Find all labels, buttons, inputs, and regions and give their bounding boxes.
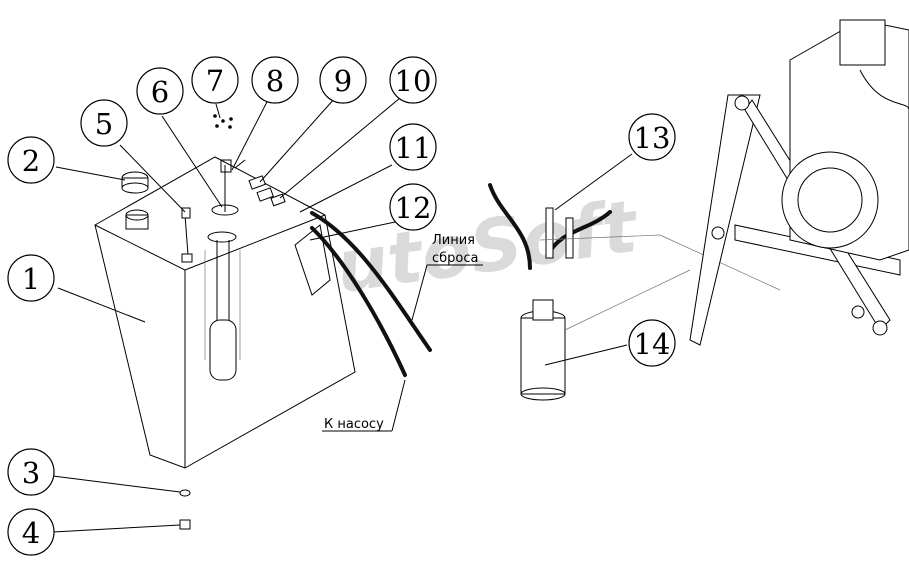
callout-4-label: 4 bbox=[22, 516, 40, 550]
screws bbox=[213, 114, 233, 129]
callout-13: 13 bbox=[628, 113, 676, 161]
fuel-filter bbox=[520, 207, 781, 401]
callout-2: 2 bbox=[7, 136, 55, 184]
callout-14: 14 bbox=[628, 319, 676, 367]
callout-6-label: 6 bbox=[151, 75, 169, 109]
callout-9: 9 bbox=[319, 56, 367, 104]
callout-1: 1 bbox=[7, 254, 55, 302]
to-pump-label: К насосу bbox=[324, 417, 384, 432]
drain-line-label-2: сброса bbox=[432, 251, 478, 266]
engine-frame bbox=[689, 19, 909, 346]
callout-12: 12 bbox=[389, 183, 437, 231]
callout-1-label: 1 bbox=[22, 262, 40, 296]
callout-12-label: 12 bbox=[395, 191, 432, 225]
callout-3-label: 3 bbox=[22, 456, 40, 490]
callout-5-label: 5 bbox=[95, 107, 113, 141]
callout-4: 4 bbox=[7, 508, 55, 556]
callout-8-label: 8 bbox=[266, 64, 284, 98]
washer bbox=[179, 489, 191, 497]
callout-6: 6 bbox=[136, 67, 184, 115]
callout-10-label: 10 bbox=[395, 64, 432, 98]
callout-11-label: 11 bbox=[395, 131, 432, 165]
callout-14-label: 14 bbox=[634, 327, 671, 361]
drain-line-label-1: Линия bbox=[432, 233, 475, 248]
callout-3: 3 bbox=[7, 448, 55, 496]
nut bbox=[179, 519, 191, 530]
bracket bbox=[294, 224, 331, 296]
callout-7-label: 7 bbox=[206, 64, 224, 98]
callout-8: 8 bbox=[251, 56, 299, 104]
fuel-tank bbox=[94, 156, 356, 469]
callout-7: 7 bbox=[191, 56, 239, 104]
callout-9-label: 9 bbox=[334, 64, 352, 98]
callout-11: 11 bbox=[389, 123, 437, 171]
filler-cap bbox=[121, 171, 149, 194]
callout-13-label: 13 bbox=[634, 121, 671, 155]
bolt bbox=[181, 207, 193, 263]
callout-10: 10 bbox=[389, 56, 437, 104]
callout-2-label: 2 bbox=[22, 144, 40, 178]
leader-lines bbox=[52, 95, 633, 533]
callout-5: 5 bbox=[80, 99, 128, 147]
